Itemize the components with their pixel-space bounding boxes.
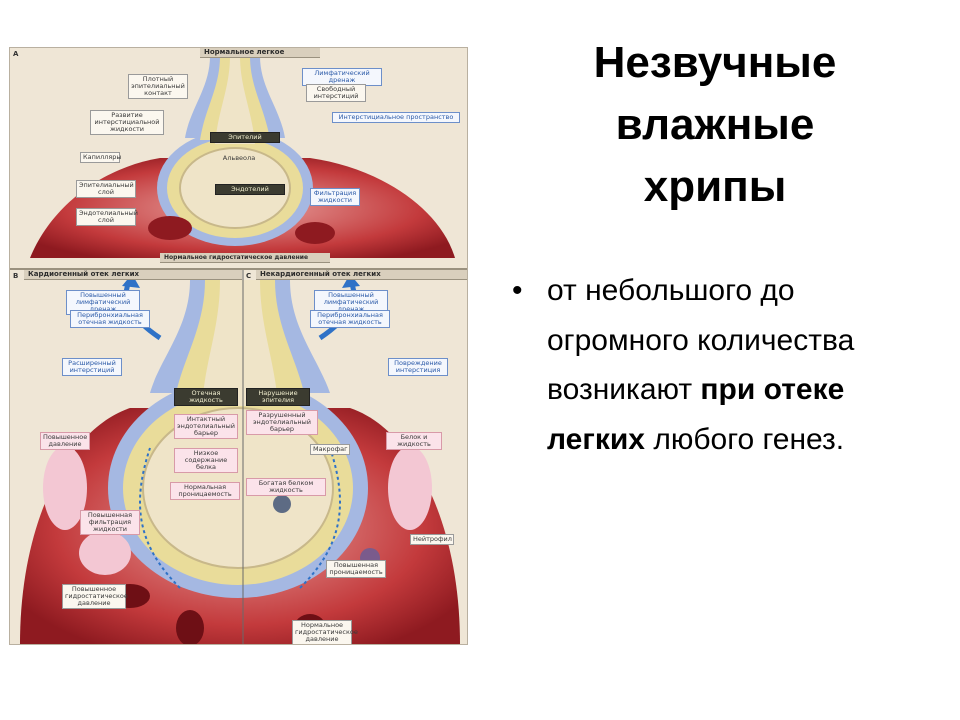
panel-a-letter: A bbox=[13, 50, 19, 58]
pink-oval-right bbox=[388, 446, 432, 530]
bullet-marker: • bbox=[512, 274, 523, 307]
panel-a-header: Нормальное легкое bbox=[200, 48, 320, 58]
panel-divider bbox=[10, 268, 467, 270]
pulmonary-edema-figure: A Нормальное легкое Нормальное гидростат… bbox=[9, 47, 468, 645]
slide-title: Незвучные влажные хрипы bbox=[520, 32, 910, 218]
panel-a-label-epithelium: Эпителий bbox=[210, 132, 280, 143]
bullet-text-after: любого генез. bbox=[644, 422, 845, 456]
arrow-filtration-left bbox=[139, 447, 181, 589]
panel-a-label-epithelial-layer: Эпителиальный слой bbox=[76, 180, 136, 198]
panel-b-label-intact-barrier: Интактный эндотелиальный барьер bbox=[174, 414, 238, 439]
panel-b-label-pressure: Повышенное давление bbox=[40, 432, 90, 450]
rbc-2 bbox=[176, 610, 204, 644]
slide-title-line-3: хрипы bbox=[643, 162, 787, 211]
arrow-lymph-left-head bbox=[122, 274, 140, 288]
panel-b-label-hydrostatic: Повышенное гидростатическое давление bbox=[62, 584, 128, 609]
panel-c-label-macrophage: Макрофаг bbox=[310, 444, 350, 455]
panel-b-letter: B bbox=[13, 272, 19, 280]
panel-b-label-filtration: Повышенная фильтрация жидкости bbox=[80, 510, 140, 535]
bullet-list: • от небольшого до огромного количества … bbox=[512, 266, 932, 464]
panel-c-letter: C bbox=[246, 272, 252, 280]
panel-a-airway-lumen bbox=[215, 56, 255, 144]
panel-a-label-endothelium: Эндотелий bbox=[215, 184, 285, 195]
slide-title-line-2: влажные bbox=[615, 100, 815, 149]
panel-c-label-hydrostatic: Нормальное гидростатическое давление bbox=[292, 620, 358, 644]
slide-title-line-1: Незвучные bbox=[593, 38, 837, 87]
bullet-text-bold: при отеке легких bbox=[547, 373, 845, 456]
panel-b-label-interstitium: Расширенный интерстиций bbox=[62, 358, 122, 376]
panel-a-label-interstitium: Свободный интерстиций bbox=[306, 84, 366, 102]
panel-c-label-protein-fluid: Белок и жидкость bbox=[386, 432, 442, 450]
panel-b-label-normal-permeability: Нормальная проницаемость bbox=[170, 482, 240, 500]
panel-a-label-tight-junction: Плотный эпителиальный контакт bbox=[128, 74, 188, 99]
panel-c-label-epithelial-injury: Нарушение эпителия bbox=[246, 388, 310, 406]
panel-c-label-peribronchial: Перибронхиальная отечная жидкость bbox=[310, 310, 390, 328]
panel-a-rbc-2 bbox=[295, 222, 335, 244]
panel-a-footer: Нормальное гидростатическое давление bbox=[160, 253, 330, 263]
panel-b-label-low-protein: Низкое содержание белка bbox=[174, 448, 238, 473]
figure-artwork bbox=[10, 48, 467, 644]
bullet-text: от небольшого до огромного количества во… bbox=[547, 274, 855, 406]
panel-b-label-edema-fluid: Отечная жидкость bbox=[174, 388, 238, 406]
arrow-filtration-right bbox=[299, 447, 341, 589]
panel-c-label-interstitium: Повреждение интерстиция bbox=[388, 358, 448, 376]
panel-bc-airway-lumen bbox=[202, 280, 278, 406]
bullet-item: • от небольшого до огромного количества … bbox=[512, 266, 932, 464]
panel-b-header: Кардиогенный отек легких bbox=[24, 270, 242, 280]
panel-b-label-peribronchial: Перибронхиальная отечная жидкость bbox=[70, 310, 150, 328]
panel-c-label-broken-barrier: Разрушенный эндотелиальный барьер bbox=[246, 410, 318, 435]
panel-bc-divider bbox=[242, 270, 244, 644]
panel-a-label-endothelial-layer: Эндотелиальный слой bbox=[76, 208, 138, 226]
panel-a-label-fluid: Развитие интерстициальной жидкости bbox=[90, 110, 164, 135]
pink-oval-left bbox=[43, 446, 87, 530]
panel-a-label-filtration: Фильтрация жидкости bbox=[310, 188, 360, 206]
panel-c-header: Некардиогенный отек легких bbox=[256, 270, 467, 280]
pink-oval-bottom bbox=[79, 531, 131, 575]
panel-c-label-permeability: Повышенная проницаемость bbox=[326, 560, 386, 578]
macrophage bbox=[273, 495, 291, 513]
panel-c-label-neutrophil: Нейтрофил bbox=[410, 534, 454, 545]
panel-c-label-protein-rich: Богатая белком жидкость bbox=[246, 478, 326, 496]
panel-a-label-capillaries: Капилляры bbox=[80, 152, 122, 163]
arrow-lymph-right-head bbox=[342, 274, 360, 288]
panel-a-label-interstitial-space: Интерстициальное пространство bbox=[332, 112, 460, 123]
panel-a-label-alveolus: Альвеола bbox=[222, 154, 256, 162]
panel-a-rbc-1 bbox=[148, 216, 192, 240]
